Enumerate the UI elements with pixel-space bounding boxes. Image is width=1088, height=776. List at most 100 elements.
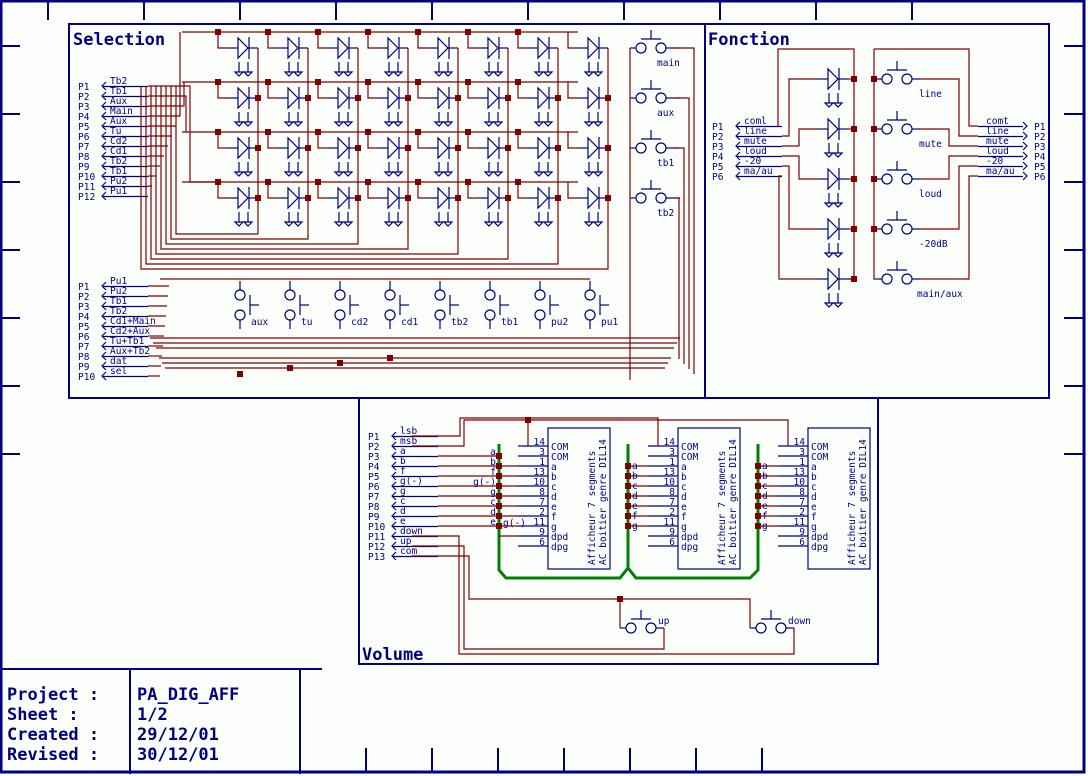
bus-label: b bbox=[632, 471, 638, 482]
net-label: coml bbox=[744, 116, 767, 127]
port-arrow-icon bbox=[1022, 161, 1028, 171]
connector-pin: P5f bbox=[368, 466, 438, 483]
led-icon bbox=[428, 136, 458, 177]
led-triangle bbox=[437, 186, 449, 210]
junction bbox=[625, 503, 631, 509]
led-triangle bbox=[337, 36, 349, 60]
pin-number: P4 bbox=[1034, 152, 1046, 163]
arrow-head bbox=[832, 202, 844, 208]
column-return bbox=[165, 86, 359, 245]
arrow-head bbox=[542, 121, 554, 127]
arrow-head bbox=[383, 71, 395, 77]
port-arrow-icon bbox=[1022, 141, 1028, 151]
bus-label: e bbox=[490, 517, 496, 528]
bus-label: a bbox=[632, 461, 638, 472]
pin-number: P3 bbox=[1034, 142, 1045, 153]
display-pin-number: 6 bbox=[799, 537, 805, 548]
switch-contact bbox=[881, 123, 893, 135]
junction bbox=[215, 179, 221, 185]
pushbutton-switch: aux bbox=[234, 281, 268, 329]
diode-anode-wire bbox=[267, 82, 278, 99]
arrow-head bbox=[292, 121, 304, 127]
display-pin-number: 2 bbox=[539, 507, 545, 518]
arrow-head bbox=[342, 121, 354, 127]
display-pin-name: COM bbox=[811, 442, 828, 453]
net-label: c bbox=[400, 496, 406, 507]
junction bbox=[215, 129, 221, 135]
diode-anode-wire bbox=[367, 32, 378, 49]
pin-number: P6 bbox=[78, 332, 90, 343]
led-icon bbox=[228, 136, 258, 177]
display-pin-number: 14 bbox=[534, 437, 546, 448]
pin-number: P5 bbox=[78, 322, 89, 333]
conn-wire bbox=[148, 82, 185, 107]
net-label: Cd2+Aux bbox=[110, 326, 150, 337]
port-arrow-icon bbox=[101, 191, 107, 201]
port-arrow-icon bbox=[735, 171, 741, 181]
arrow-head bbox=[292, 71, 304, 77]
arrow-head bbox=[483, 221, 495, 227]
bus-label: e bbox=[762, 501, 768, 512]
pin-number: P3 bbox=[78, 302, 89, 313]
diode-anode-wire bbox=[567, 182, 578, 199]
display-caption: Afficheur 7 segments bbox=[717, 451, 728, 565]
pin-number: P8 bbox=[78, 352, 90, 363]
pin-number: P12 bbox=[368, 542, 385, 553]
pushbutton-switch: main bbox=[630, 30, 680, 69]
diode-anode-wire bbox=[567, 132, 578, 149]
switch-contact bbox=[635, 92, 647, 104]
led-triangle bbox=[537, 36, 549, 60]
fn-wire bbox=[778, 175, 818, 280]
led-icon bbox=[378, 36, 408, 77]
bus-label: d bbox=[632, 491, 638, 502]
arrow-head bbox=[233, 121, 245, 127]
diode-anode-wire bbox=[317, 32, 328, 49]
switch-label: down bbox=[788, 616, 811, 627]
switch-contact bbox=[655, 42, 667, 54]
junction bbox=[515, 179, 521, 185]
column-return bbox=[175, 86, 258, 235]
net-label: Tu bbox=[110, 126, 121, 137]
fn-wire bbox=[920, 165, 978, 230]
arrow-head bbox=[533, 71, 545, 77]
pin-number: P3 bbox=[712, 142, 723, 153]
net-label: -20 bbox=[986, 156, 1003, 167]
led-triangle bbox=[827, 167, 839, 191]
led-icon bbox=[578, 86, 608, 127]
pushbutton-switch bbox=[876, 211, 920, 235]
led-icon bbox=[528, 186, 558, 227]
net-label: d bbox=[400, 506, 406, 517]
arrow-head bbox=[392, 71, 404, 77]
display-pin-name: d bbox=[681, 492, 687, 503]
led-icon bbox=[478, 36, 508, 77]
display-pin-number: 13 bbox=[794, 467, 805, 478]
led-triangle bbox=[587, 186, 599, 210]
switch-contact bbox=[901, 123, 913, 135]
led-icon bbox=[528, 36, 558, 77]
arrow-head bbox=[342, 71, 354, 77]
led-icon bbox=[228, 36, 258, 77]
switch-contact bbox=[635, 192, 647, 204]
display-pin-name: dpd bbox=[811, 532, 828, 543]
port-arrow-icon bbox=[101, 151, 107, 161]
led-triangle bbox=[237, 36, 249, 60]
diode-anode-wire bbox=[367, 82, 378, 99]
created-value: 29/12/01 bbox=[137, 725, 219, 745]
led-triangle bbox=[827, 267, 839, 291]
junction bbox=[515, 79, 521, 85]
junction bbox=[265, 179, 271, 185]
bus-label: f bbox=[762, 511, 768, 522]
arrow-head bbox=[533, 171, 545, 177]
switch-contact bbox=[655, 192, 667, 204]
display-pin-name: dpg bbox=[551, 542, 568, 553]
junction bbox=[625, 523, 631, 529]
led-icon bbox=[378, 86, 408, 127]
fn-wire bbox=[782, 165, 818, 230]
